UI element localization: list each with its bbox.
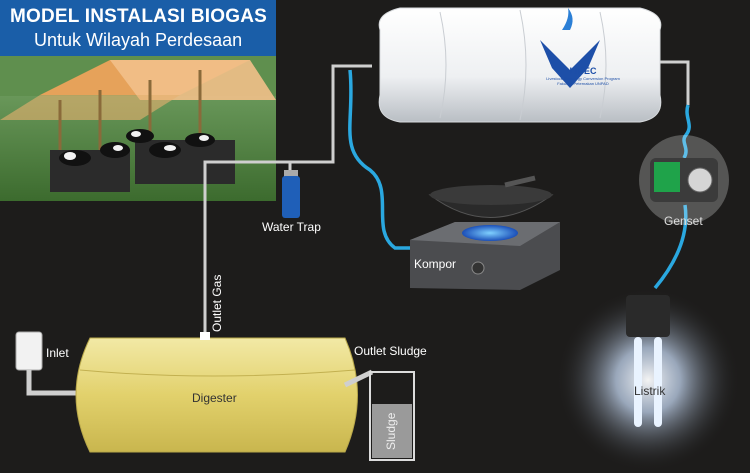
gas-holder-bag <box>378 7 662 123</box>
blue-hoses <box>348 69 691 290</box>
libec-logo-line1: Livestock Bioenergy Conversion Program <box>546 76 620 81</box>
libec-logo-line2: Fakultas Peternakan UNPAD <box>557 81 609 86</box>
kompor-label: Kompor <box>414 257 457 271</box>
digester-tank <box>75 332 358 453</box>
title-banner: MODEL INSTALASI BIOGAS Untuk Wilayah Per… <box>0 0 276 56</box>
genset-label: Genset <box>664 214 703 228</box>
digester-label: Digester <box>192 391 237 405</box>
genset-machine <box>639 135 729 225</box>
stove-with-wok <box>410 175 560 290</box>
water-trap-label: Water Trap <box>262 220 321 234</box>
sludge-label: Sludge <box>384 412 398 450</box>
farm-illustration <box>0 56 276 201</box>
inlet-funnel <box>15 331 80 396</box>
water-trap <box>282 170 300 218</box>
listrik-label: Listrik <box>634 384 666 398</box>
libec-logo-name: LIBEC <box>569 66 597 76</box>
libec-logo: LIBEC Livestock Bioenergy Conversion Pro… <box>538 66 628 86</box>
title-line-1: MODEL INSTALASI BIOGAS <box>10 6 268 27</box>
outlet-sludge-label: Outlet Sludge <box>354 344 427 358</box>
outlet-gas-label: Outlet Gas <box>210 274 224 332</box>
inlet-label: Inlet <box>46 346 69 360</box>
sludge-outlet <box>343 369 415 461</box>
electric-lamp <box>556 288 740 472</box>
title-line-2: Untuk Wilayah Perdesaan <box>34 30 243 50</box>
